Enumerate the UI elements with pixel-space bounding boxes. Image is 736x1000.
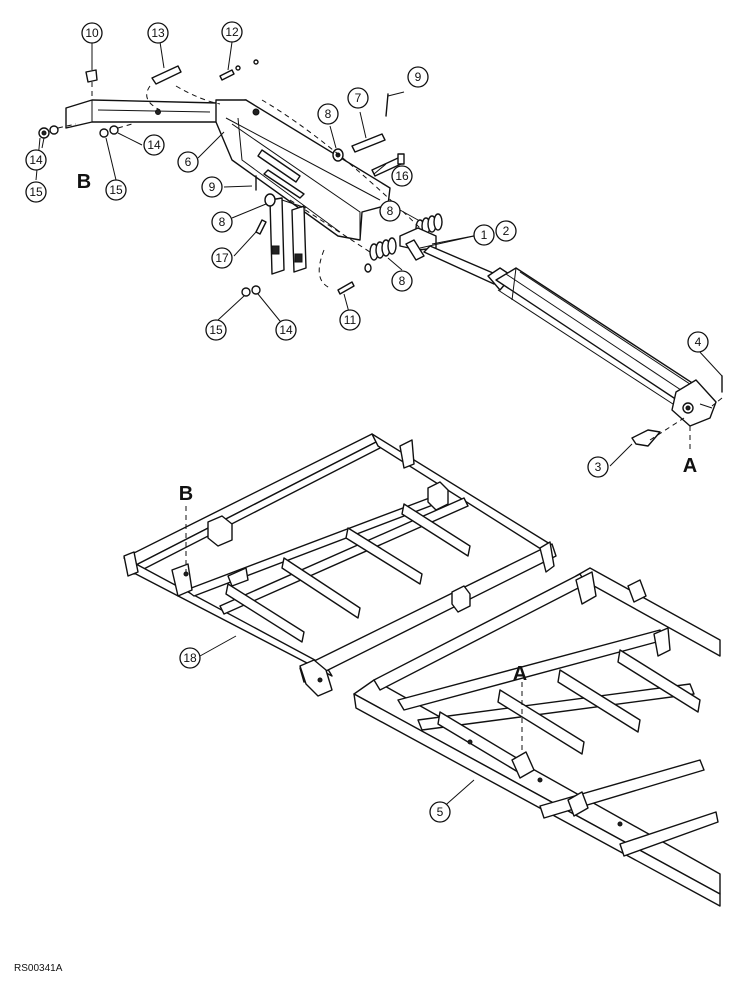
callout-13: 13	[147, 22, 169, 44]
callout-8-mid: 8	[211, 211, 233, 233]
svg-text:9: 9	[209, 180, 216, 194]
svg-text:8: 8	[219, 215, 226, 229]
svg-text:2: 2	[503, 224, 510, 238]
callout-14-mid: 14	[143, 134, 165, 156]
svg-text:5: 5	[437, 805, 444, 819]
mounting-bracket	[65, 59, 391, 275]
svg-text:14: 14	[279, 323, 293, 337]
svg-text:14: 14	[147, 138, 161, 152]
svg-text:1: 1	[481, 228, 488, 242]
callout-6: 6	[177, 151, 199, 173]
callout-2: 2	[495, 220, 517, 242]
svg-text:8: 8	[399, 274, 406, 288]
callout-8-spring-lower: 8	[391, 270, 413, 292]
callout-1: 1	[473, 224, 495, 246]
svg-text:7: 7	[355, 91, 362, 105]
callout-3: 3	[587, 456, 609, 478]
reference-a-cylinder: A	[683, 455, 697, 477]
hydraulic-cylinder	[399, 227, 723, 450]
svg-text:14: 14	[29, 153, 43, 167]
spring-lower	[369, 237, 397, 261]
svg-text:15: 15	[109, 183, 123, 197]
callout-9-mid: 9	[201, 176, 223, 198]
svg-text:11: 11	[344, 313, 357, 327]
svg-text:8: 8	[387, 204, 394, 218]
callout-5: 5	[429, 801, 451, 823]
svg-text:15: 15	[29, 185, 43, 199]
callout-8-top: 8	[317, 103, 339, 125]
frame-18	[123, 433, 557, 697]
callout-8-spring-upper: 8	[379, 200, 401, 222]
callout-10: 10	[81, 22, 103, 44]
svg-text:9: 9	[415, 70, 422, 84]
svg-text:17: 17	[215, 251, 229, 265]
svg-text:8: 8	[325, 107, 332, 121]
hardware-top	[38, 65, 443, 297]
callout-15-left: 15	[25, 181, 47, 203]
callout-14-lower: 14	[275, 319, 297, 341]
callout-4: 4	[687, 331, 709, 353]
callout-16: 16	[391, 165, 413, 187]
reference-b-frame: B	[179, 483, 193, 505]
callout-18: 18	[179, 647, 201, 669]
reference-a-frame: A	[513, 663, 527, 685]
svg-text:16: 16	[395, 169, 409, 183]
svg-text:3: 3	[595, 460, 602, 474]
callout-9-top: 9	[407, 66, 429, 88]
svg-text:13: 13	[151, 26, 165, 40]
svg-text:12: 12	[225, 25, 239, 39]
callout-17: 17	[211, 247, 233, 269]
reference-b-bracket: B	[77, 171, 91, 193]
callout-11: 11	[339, 309, 361, 331]
figure-code: RS00341A	[14, 963, 63, 974]
callout-15-lower: 15	[205, 319, 227, 341]
svg-text:15: 15	[209, 323, 223, 337]
svg-text:4: 4	[695, 335, 702, 349]
leader-lines	[35, 41, 723, 811]
callout-15-mid: 15	[105, 179, 127, 201]
svg-text:6: 6	[185, 155, 192, 169]
svg-text:18: 18	[183, 651, 197, 665]
callout-7: 7	[347, 87, 369, 109]
callout-12: 12	[221, 21, 243, 43]
svg-text:10: 10	[85, 26, 99, 40]
callout-14-left: 14	[25, 149, 47, 171]
frame-5	[353, 567, 721, 907]
